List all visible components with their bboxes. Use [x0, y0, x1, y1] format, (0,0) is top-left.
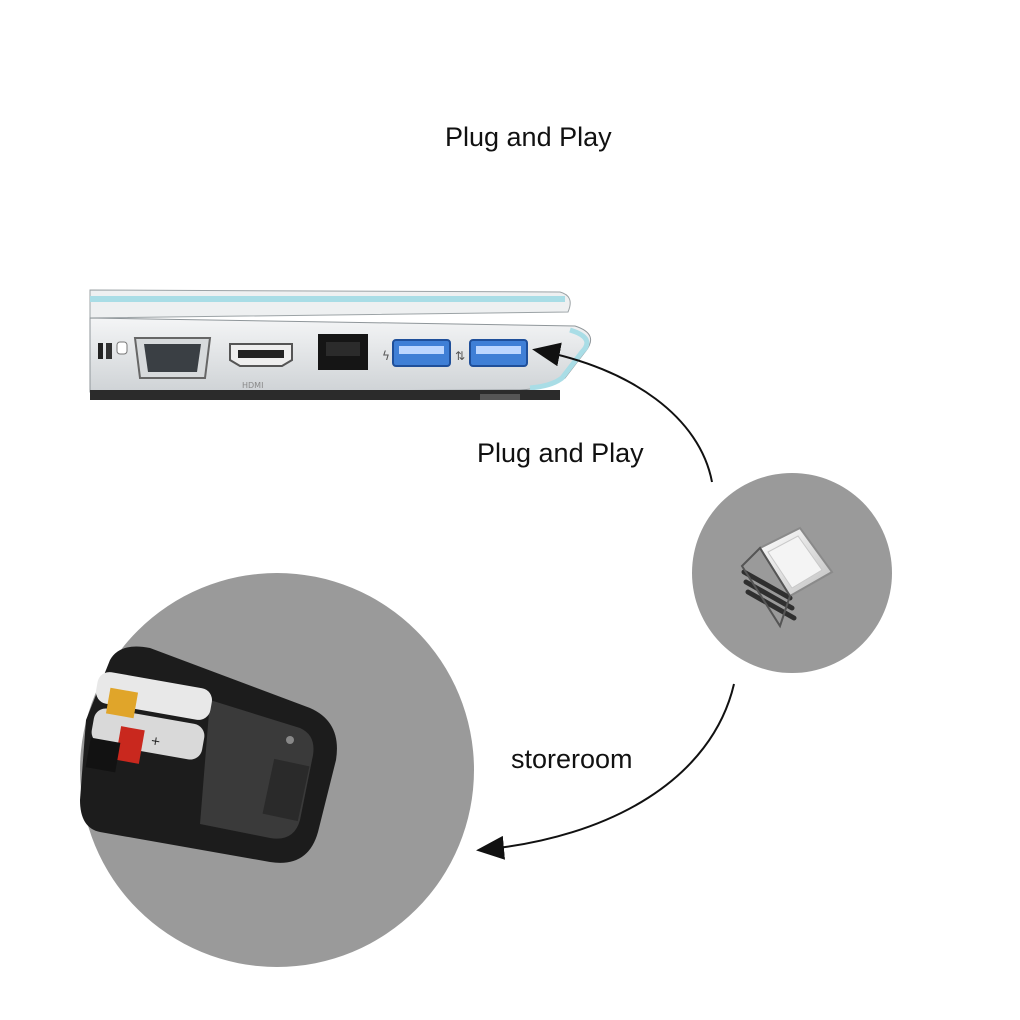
remote-battery-compartment-image: + [80, 573, 474, 967]
plug-and-play-label: Plug and Play [477, 438, 644, 468]
usb-receiver-image [692, 473, 892, 673]
page-title: Plug and Play [445, 122, 612, 152]
laptop-ports-image: HDMI ϟ ⇅ [89, 289, 592, 400]
svg-text:+: + [149, 733, 161, 749]
arrow-to-storeroom [476, 683, 735, 860]
svg-text:ϟ: ϟ [382, 349, 390, 363]
arrow-to-usb-port [532, 342, 713, 483]
storeroom-label: storeroom [511, 744, 633, 774]
svg-text:HDMI: HDMI [242, 381, 263, 390]
svg-text:⇅: ⇅ [455, 349, 465, 363]
